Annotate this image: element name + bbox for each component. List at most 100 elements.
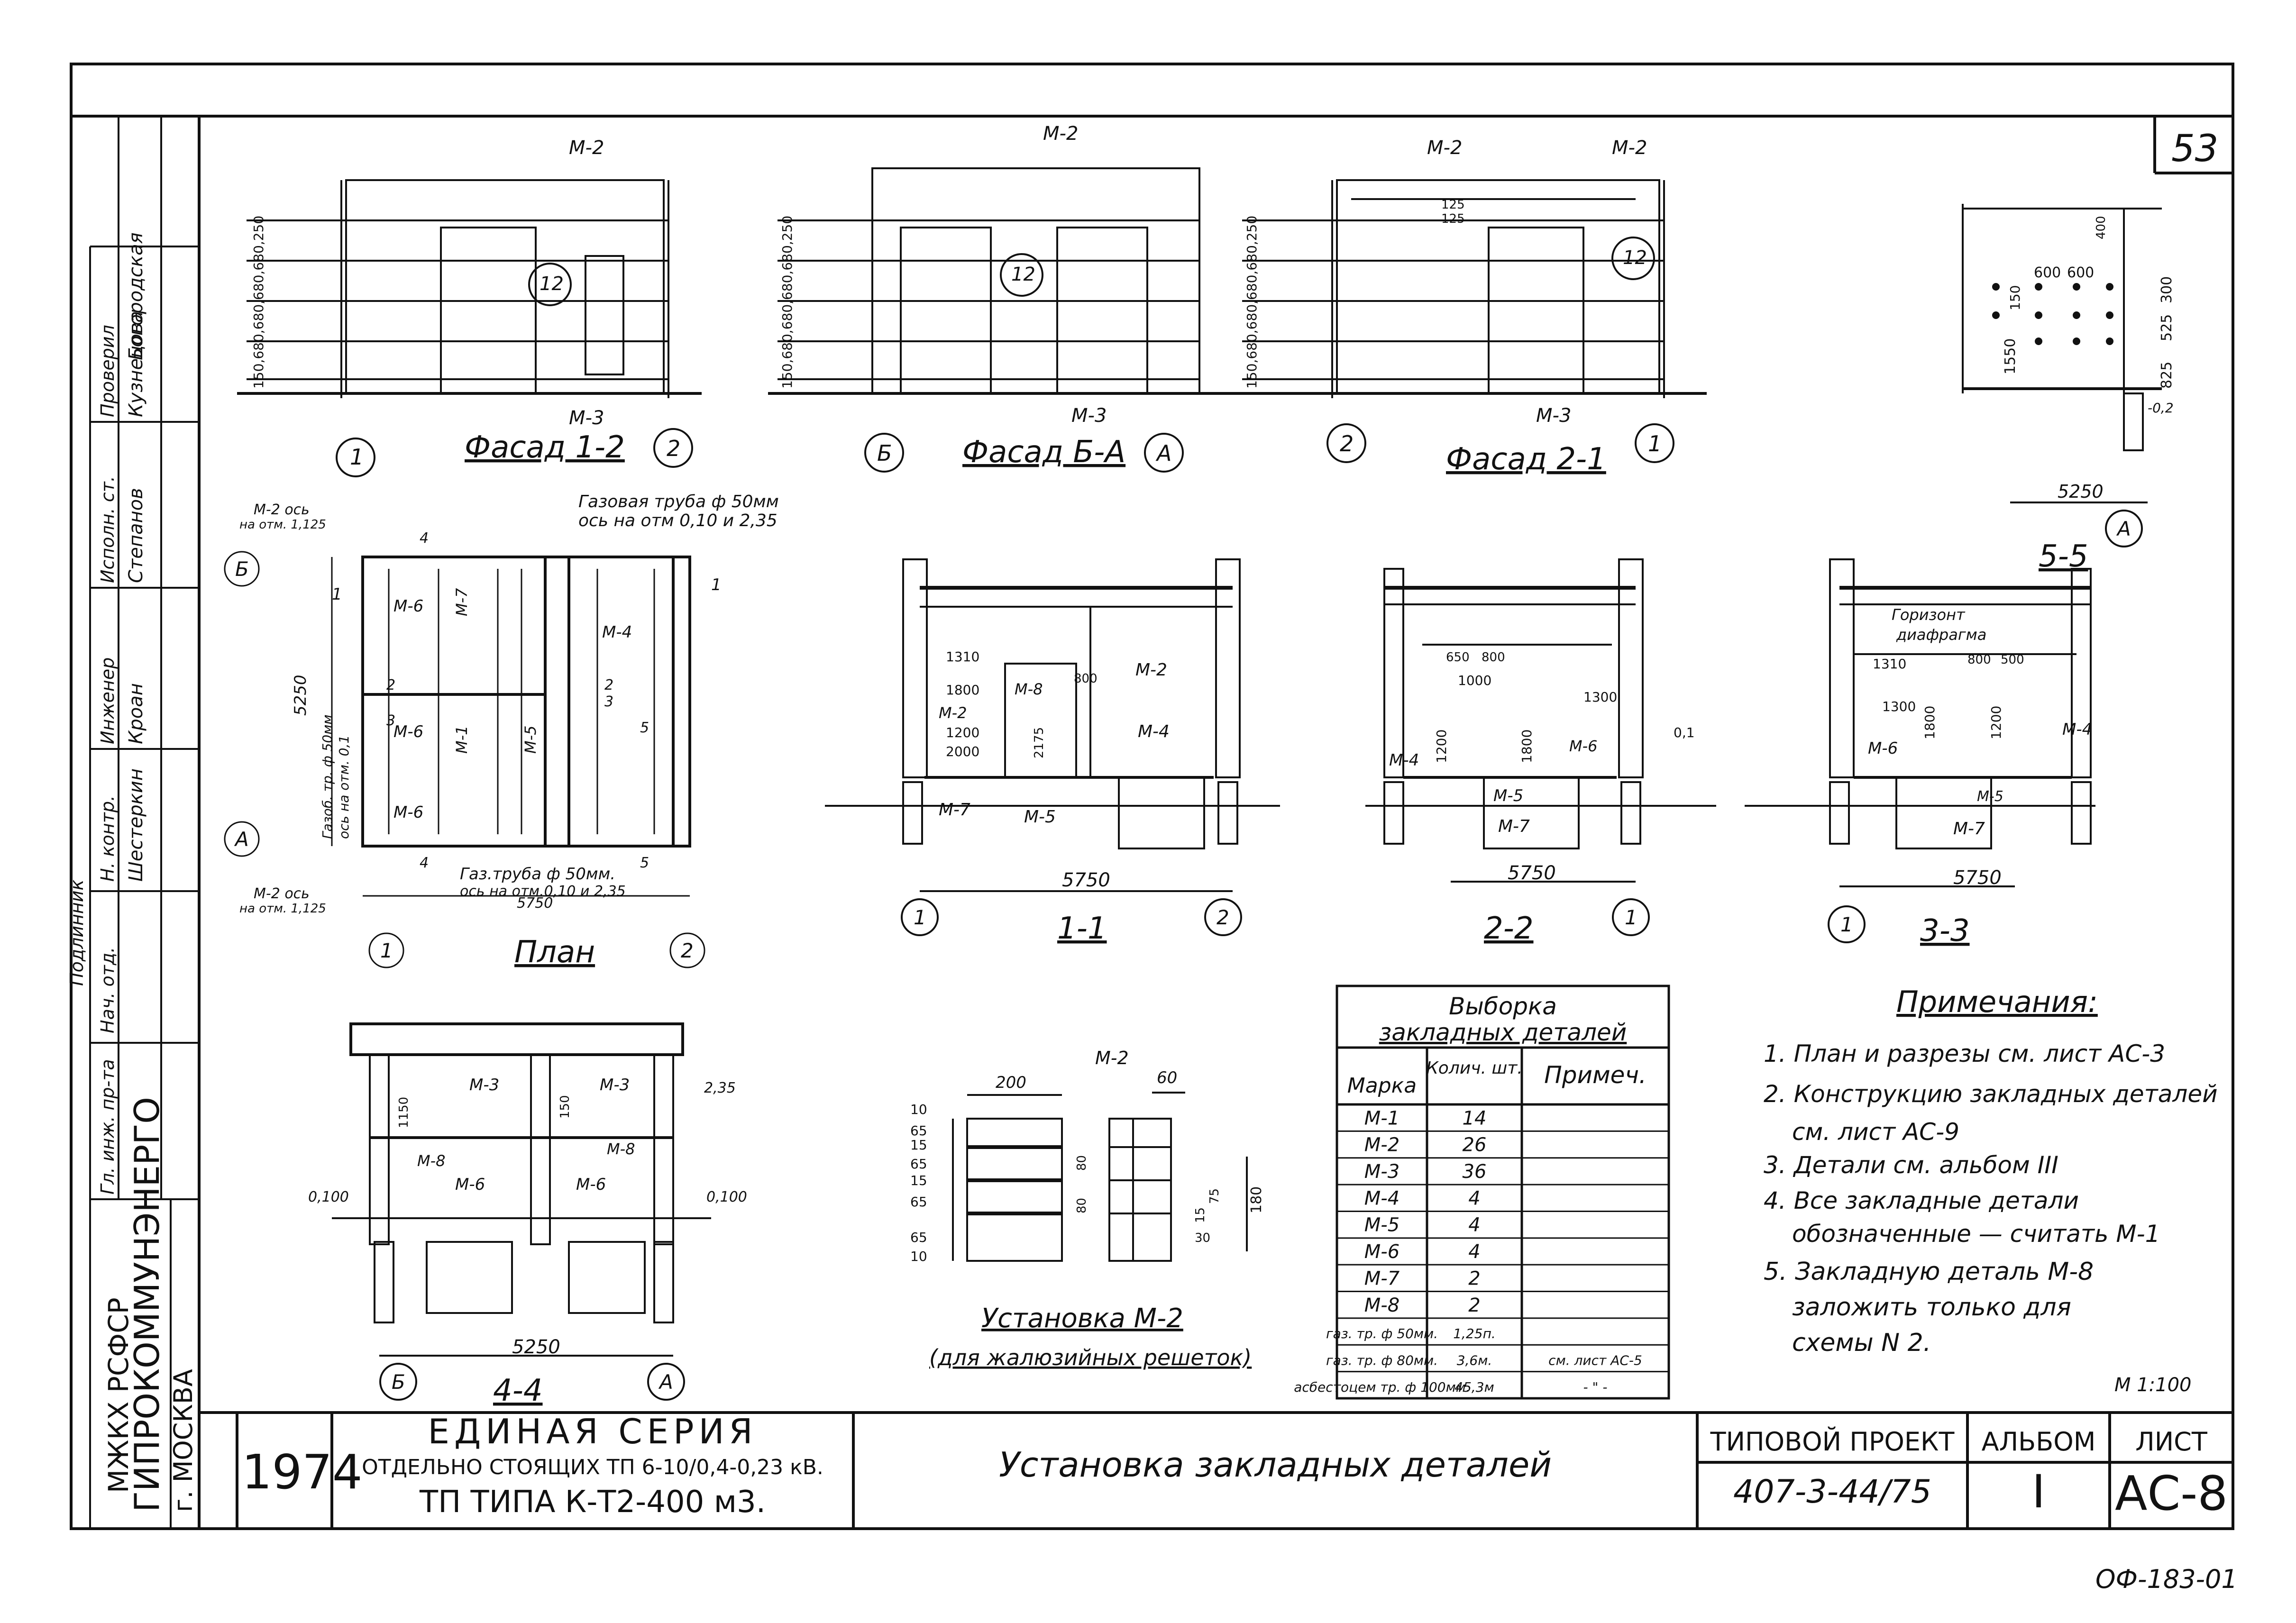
- s55-d1: 600: [2034, 264, 2061, 281]
- role-2: Нач. отд.: [97, 947, 118, 1033]
- facade-1-m2: М-2: [569, 137, 604, 159]
- s44-d1: 1150: [397, 1097, 411, 1128]
- s33-dim-1: 1310: [1873, 656, 1906, 672]
- facade-3-callout: 12: [1623, 247, 1647, 269]
- facade-3-m2: М-2: [1612, 137, 1647, 159]
- facade-3-axis-right: 1: [1648, 431, 1662, 456]
- plan-axis-b: Б: [235, 557, 249, 581]
- spec-cell: асбестоцем тр. ф 100мм.: [1294, 1379, 1470, 1395]
- facade-3-dim-b: 125: [1441, 212, 1465, 226]
- spec-cell: М-1: [1364, 1107, 1400, 1129]
- s33-dim-5: 1800: [1922, 706, 1938, 739]
- plan-m2-bot-1: М-2 ось: [254, 885, 310, 902]
- s11-dim-2: 1800: [946, 682, 979, 698]
- s33-dim-2: 800: [1967, 653, 1991, 667]
- note-5b: заложить только для: [1792, 1293, 2071, 1322]
- s11-dim: 5750: [1062, 869, 1110, 891]
- s44-label-m8a: М-8: [417, 1152, 446, 1170]
- install-ld-5: 15: [910, 1173, 927, 1188]
- facade-2-title: Фасад Б-А: [962, 435, 1125, 470]
- install-rd-5: 80: [1075, 1155, 1089, 1171]
- spec-cell: 4: [1468, 1187, 1480, 1209]
- s55-d6: 825: [2159, 362, 2175, 389]
- s55-d2: 600: [2067, 264, 2094, 281]
- note-5c: схемы N 2.: [1792, 1329, 1931, 1357]
- document-code: ОФ-183-01: [2095, 1564, 2238, 1594]
- plan-m2-top-2: на отм. 1,125: [239, 518, 326, 532]
- plan-gas-top-1: Газовая труба ф 50мм: [578, 492, 779, 511]
- project-label: ТИПОВОЙ ПРОЕКТ: [1710, 1427, 1955, 1457]
- series-type: ТП ТИПА К-Т2-400 м3.: [419, 1485, 766, 1520]
- s33-dim-6: 1200: [1988, 706, 2004, 739]
- plan-gas-left-1: Газоб. тр. ф 50мм: [320, 715, 335, 839]
- install-m2-label: М-2: [1095, 1048, 1129, 1068]
- facade-1-axis-right: 2: [667, 436, 680, 461]
- note-5: 5. Закладную деталь М-8: [1764, 1258, 2094, 1286]
- plan-m2-top-1: М-2 ось: [254, 501, 310, 518]
- s22-dim-6: 1800: [1519, 729, 1535, 763]
- role-3: Н. контр.: [97, 795, 118, 882]
- s55-dim: 5250: [2058, 481, 2104, 502]
- plan-axis-2: 2: [681, 939, 694, 962]
- facade-3-title: Фасад 2-1: [1446, 442, 1606, 477]
- s11-label-m5: М-5: [1024, 807, 1056, 827]
- title-block: 1974 ЕДИНАЯ СЕРИЯ ОТДЕЛЬНО СТОЯЩИХ ТП 6-…: [199, 1411, 2233, 1529]
- install-ld-7: 65: [910, 1230, 927, 1245]
- install-ld-4: 65: [910, 1156, 927, 1172]
- s44-mark-right: 0,100: [706, 1189, 747, 1205]
- spec-cell: 1,25п.: [1453, 1326, 1496, 1341]
- s22-dim-7: 0,1: [1674, 725, 1695, 740]
- plan-label-m1: М-1: [453, 725, 471, 754]
- s33-label-m6: М-6: [1868, 739, 1898, 758]
- spec-cell: М-2: [1364, 1134, 1400, 1156]
- plan-title: План: [514, 935, 595, 970]
- s11-axis-left: 1: [914, 906, 926, 929]
- plan-cut-3b: 3: [386, 712, 395, 729]
- facade-1-axis-left: 1: [350, 444, 364, 470]
- plan-gas-bottom-1: Газ.труба ф 50мм.: [460, 865, 615, 884]
- install-rd-1: 15: [1193, 1207, 1207, 1223]
- note-4b: обозначенные — считать М-1: [1792, 1220, 2160, 1248]
- s44-mark-top: 2,35: [704, 1080, 736, 1096]
- install-ld-6: 65: [910, 1194, 927, 1210]
- spec-cell: М-3: [1364, 1161, 1400, 1183]
- plan-gas-top-2: ось на отм 0,10 и 2,35: [578, 511, 778, 530]
- install-rd-4: 30: [1195, 1231, 1210, 1245]
- spec-cell: М-8: [1364, 1295, 1400, 1316]
- name-3: Шестеркин: [125, 768, 147, 882]
- install-title: Установка М-2: [981, 1303, 1183, 1334]
- plan-axis-a: А: [234, 828, 249, 851]
- plan-cut-3a: 3: [604, 693, 613, 710]
- install-ld-8: 10: [910, 1249, 927, 1264]
- plan-cut-2b: 2: [386, 677, 395, 693]
- section-2-2: М-4 М-5 М-7 М-6 650 800 1000 1300 1200 1…: [1365, 558, 1716, 946]
- install-w1: 200: [996, 1073, 1026, 1092]
- spec-cell: 36: [1463, 1161, 1487, 1183]
- facade-1-2: 150,680,680,680,680,250 М-2 М-3 12 1 2 Ф…: [237, 137, 702, 477]
- s11-dim-3: 1200: [946, 725, 979, 740]
- plan-label-m6c: М-6: [393, 803, 423, 822]
- s33-dim-4: 1300: [1882, 699, 1916, 714]
- install-w2: 60: [1157, 1068, 1177, 1087]
- role-6: Проверил: [97, 325, 118, 417]
- spec-cell: М-6: [1364, 1241, 1400, 1263]
- spec-cell: 45,3м: [1454, 1379, 1494, 1395]
- left-approval-strip: МЖКХ РСФСР ГИПРОКОММУНЭНЕРГО г. МОСКВА Г…: [66, 116, 199, 1529]
- s44-dim: 5250: [512, 1336, 560, 1358]
- spec-cell: 4: [1468, 1241, 1480, 1263]
- section-3-3: Горизонт диафрагма М-6 М-4 М-5 М-7 1310 …: [1745, 558, 2095, 948]
- spec-cell: газ. тр. ф 80мм.: [1326, 1353, 1438, 1368]
- plan-label-m5: М-5: [521, 725, 540, 754]
- spec-cell: 2: [1468, 1295, 1480, 1316]
- install-rd-6: 80: [1075, 1198, 1089, 1213]
- plan-cut-4b: 4: [420, 855, 429, 871]
- s33-label-diaph: диафрагма: [1896, 626, 1986, 644]
- spec-cell: М-7: [1364, 1267, 1400, 1289]
- plan-axis-1: 1: [380, 939, 393, 962]
- facade-b-a: 150,680,680,680,680,250 М-2 М-3 12 Б А Ф…: [768, 123, 1242, 473]
- spec-header-mark: Марка: [1347, 1074, 1417, 1098]
- org-name: ГИПРОКОММУНЭНЕРГО: [127, 1097, 167, 1512]
- s33-title: 3-3: [1920, 913, 1970, 948]
- install-ld-3: 15: [910, 1137, 927, 1153]
